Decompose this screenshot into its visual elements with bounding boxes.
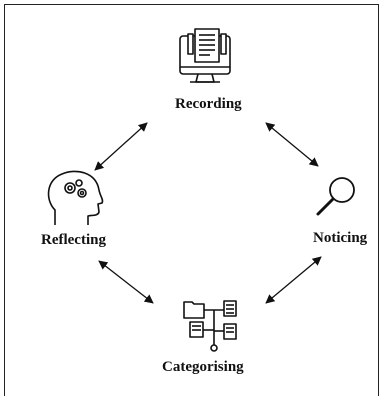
node-label-recording: Recording — [175, 96, 242, 112]
node-label-noticing: Noticing — [313, 230, 368, 246]
node-label-reflecting: Reflecting — [41, 232, 106, 248]
arrow-recording-noticing — [265, 122, 319, 167]
diagram-frame — [4, 4, 379, 396]
arrow-reflecting-recording — [94, 122, 148, 171]
node-label-categorising: Categorising — [162, 359, 244, 375]
arrow-noticing-categorising — [265, 256, 322, 304]
arrow-categorising-reflecting — [98, 260, 154, 304]
